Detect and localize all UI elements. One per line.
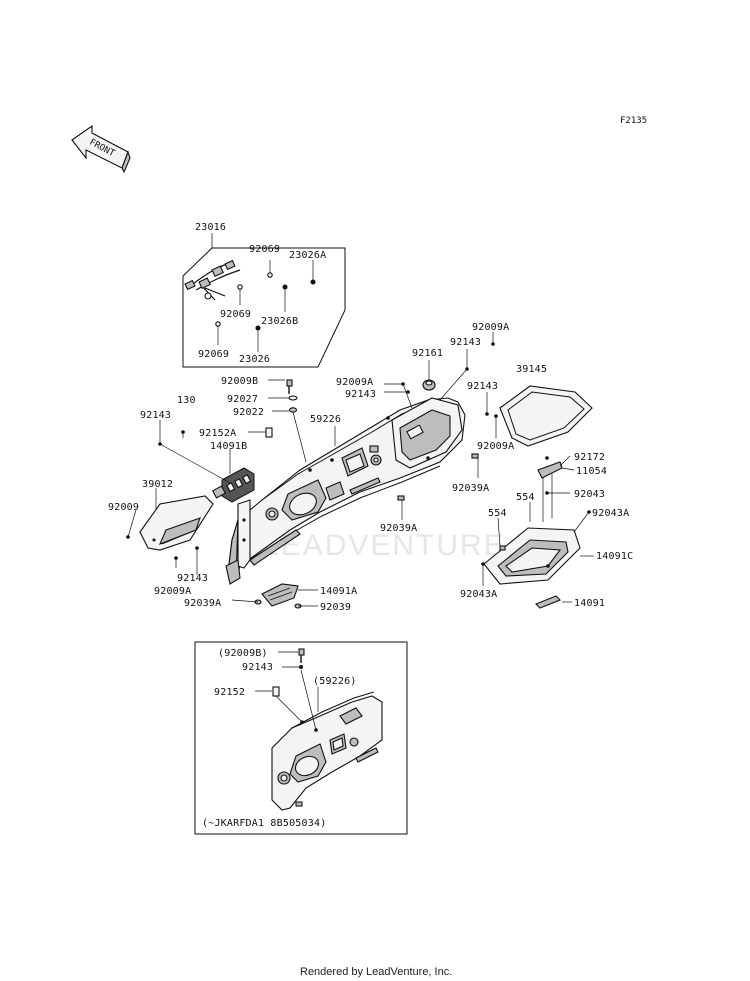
inset-box: [194, 641, 408, 835]
label-11054: 11054: [576, 466, 607, 477]
label-23026A: 23026A: [289, 250, 326, 261]
label-23016: 23016: [195, 222, 226, 233]
tray-14091C: [483, 527, 581, 585]
label-554-b: 554: [488, 508, 507, 519]
label-39012: 39012: [142, 479, 173, 490]
label-92161: 92161: [412, 348, 443, 359]
watermark: LEADVENTURE: [262, 529, 506, 562]
label-92009A-mid: 92009A: [336, 377, 373, 388]
label-92043A-r: 92043A: [592, 508, 629, 519]
label-92009B: 92009B: [221, 376, 258, 387]
inset-connector-92152: [272, 686, 280, 697]
switch-panel: [211, 467, 255, 503]
label-23026B: 23026B: [261, 316, 298, 327]
label-92143-left: 92143: [140, 410, 171, 421]
label-92009: 92009: [108, 502, 139, 513]
label-92009A-tr: 92009A: [472, 322, 509, 333]
inset-label-92009B: (92009B): [218, 648, 268, 659]
wiring-harness-group: [182, 233, 346, 368]
label-92143-mid: 92143: [345, 389, 376, 400]
leader-lines: [127, 332, 594, 607]
inset-label-92152: 92152: [214, 687, 245, 698]
harness-callout-box: [182, 247, 346, 368]
side-bracket: [225, 499, 251, 585]
cover-14091A: [254, 583, 302, 609]
label-14091A: 14091A: [320, 586, 357, 597]
label-92172: 92172: [574, 452, 605, 463]
label-92039: 92039: [320, 602, 351, 613]
label-92152A: 92152A: [199, 428, 236, 439]
label-92069-c: 92069: [198, 349, 229, 360]
inset-label-92143: 92143: [242, 662, 273, 673]
label-92009A-bl: 92009A: [154, 586, 191, 597]
label-92009A-r: 92009A: [477, 441, 514, 452]
label-92143-tr: 92143: [450, 337, 481, 348]
inset-screw: [298, 648, 305, 656]
connector-92152A: [265, 427, 273, 438]
label-14091: 14091: [574, 598, 605, 609]
front-arrow-icon: FRONT: [71, 124, 131, 174]
label-59226: 59226: [310, 414, 341, 425]
figure-code: F2135: [620, 116, 647, 126]
plate-14091: [535, 595, 561, 609]
screw-stack: [268, 379, 307, 463]
label-92143-bl: 92143: [177, 573, 208, 584]
label-92043A-l: 92043A: [460, 589, 497, 600]
glove-box-39012: [139, 495, 214, 551]
label-92022: 92022: [233, 407, 264, 418]
footer-credit: Rendered by LeadVenture, Inc.: [300, 966, 452, 978]
label-14091C: 14091C: [596, 551, 633, 562]
label-39145: 39145: [516, 364, 547, 375]
label-92039A-bl: 92039A: [184, 598, 221, 609]
label-92069-a: 92069: [249, 244, 280, 255]
cover-frame-39145: [499, 385, 593, 447]
inset-label-59226: (59226): [313, 676, 357, 687]
inset-serial-note: (~JKARFDA1 8B505034): [202, 818, 326, 829]
label-130: 130: [177, 395, 196, 406]
label-92043: 92043: [574, 489, 605, 500]
inset-panel: [271, 691, 383, 811]
label-92069-b: 92069: [220, 309, 251, 320]
label-23026: 23026: [239, 354, 270, 365]
label-554-a: 554: [516, 492, 535, 503]
label-92143-r: 92143: [467, 381, 498, 392]
label-92027: 92027: [227, 394, 258, 405]
label-92039A-center: 92039A: [380, 523, 417, 534]
bracket-11054: [537, 461, 563, 522]
label-92039A-mid: 92039A: [452, 483, 489, 494]
dashboard-panel-assembly: [227, 397, 466, 582]
label-14091B: 14091B: [210, 441, 247, 452]
